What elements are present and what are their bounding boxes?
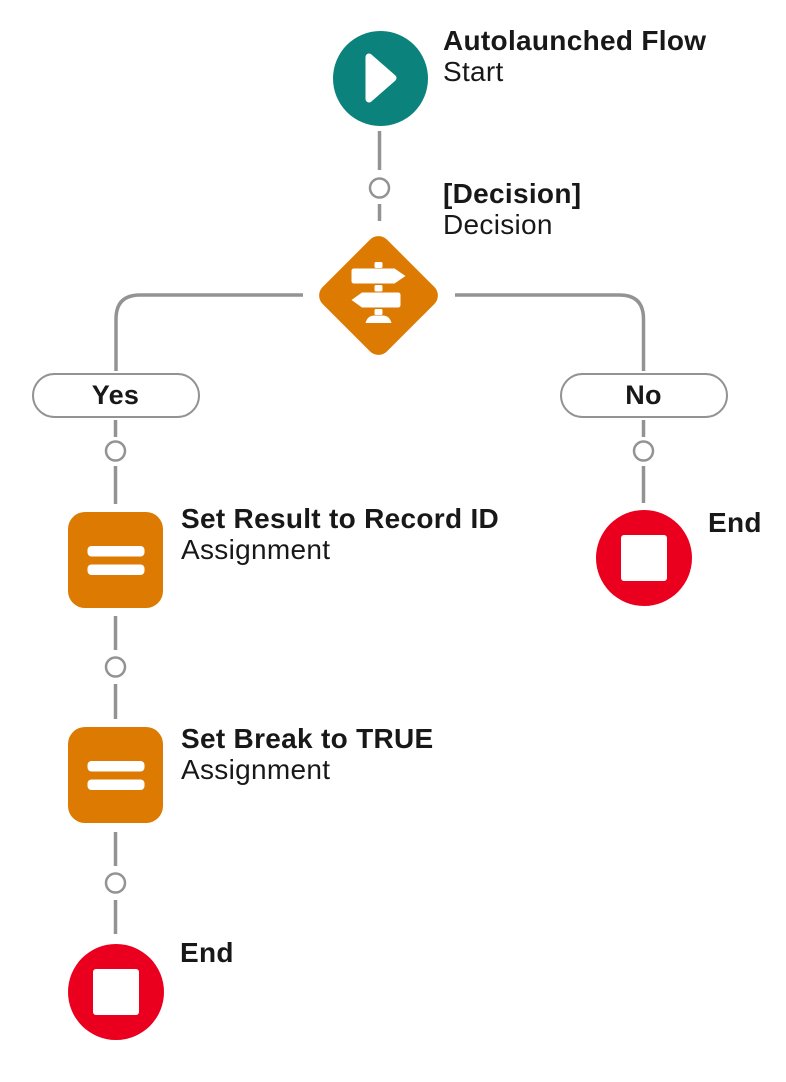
- stop-icon: [92, 969, 139, 1015]
- equals-icon: [87, 545, 144, 575]
- end-node-no-path[interactable]: [595, 510, 692, 606]
- add-element-circle[interactable]: [104, 656, 127, 678]
- add-element-circle[interactable]: [104, 872, 127, 894]
- branch-label-yes-text: Yes: [91, 380, 140, 410]
- add-element-circle[interactable]: [368, 177, 391, 199]
- assignment-1-subtitle: Assignment: [181, 534, 331, 565]
- branch-label-yes: Yes: [31, 373, 200, 418]
- assignment-node-set-result[interactable]: [68, 512, 163, 608]
- branch-label-no-text: No: [625, 380, 662, 410]
- start-node-title: Autolaunched Flow: [443, 25, 707, 56]
- decision-node-title: [Decision]: [443, 178, 582, 209]
- decision-node-subtitle: Decision: [443, 209, 553, 240]
- assignment-2-subtitle: Assignment: [181, 754, 331, 785]
- start-node-label: Autolaunched Flow Start: [443, 25, 706, 87]
- start-node[interactable]: [332, 30, 428, 126]
- assignment-node-set-break-label: Set Break to TRUE Assignment: [181, 723, 434, 785]
- connector-branch-no: [455, 293, 646, 371]
- assignment-node-set-break[interactable]: [68, 727, 163, 823]
- add-element-circle[interactable]: [104, 440, 127, 462]
- assignment-2-title: Set Break to TRUE: [181, 723, 434, 754]
- end-right-title: End: [708, 507, 762, 538]
- stop-icon: [620, 535, 667, 581]
- assignment-node-set-result-label: Set Result to Record ID Assignment: [181, 503, 499, 565]
- end-node-yes-path[interactable]: [67, 944, 164, 1040]
- end-node-yes-label: End: [180, 937, 234, 968]
- assignment-1-title: Set Result to Record ID: [181, 503, 500, 534]
- decision-node-label: [Decision] Decision: [443, 178, 581, 240]
- end-node-no-label: End: [708, 507, 762, 538]
- start-node-subtitle: Start: [443, 56, 504, 87]
- connector-branch-yes: [114, 293, 303, 371]
- equals-icon: [87, 760, 144, 790]
- signpost-icon: [351, 262, 405, 323]
- branch-label-no: No: [559, 373, 728, 418]
- end-left-title: End: [180, 937, 234, 968]
- play-icon: [365, 53, 397, 103]
- add-element-circle[interactable]: [632, 440, 655, 462]
